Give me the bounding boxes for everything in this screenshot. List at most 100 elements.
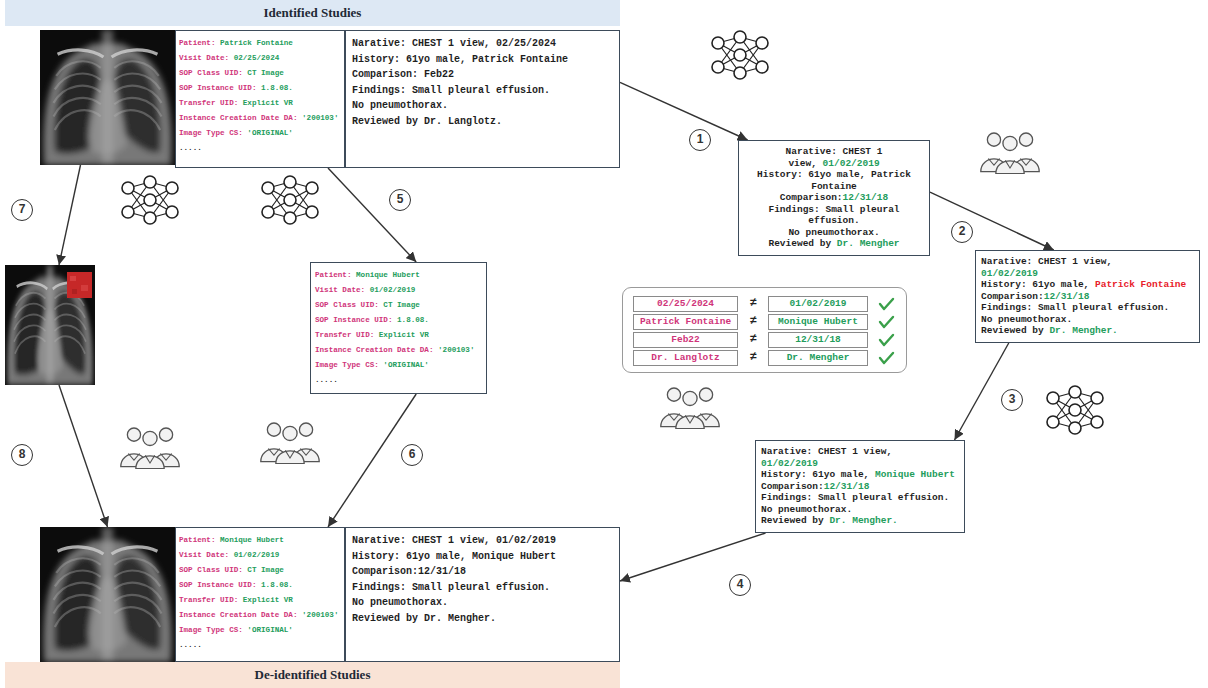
table-cell: Feb22 [633,332,738,348]
report-text: ..... [179,641,202,649]
report-text: Comparison:12/31/18 [352,566,466,577]
report-text: No pneumothorax. [352,100,448,111]
report-text: Findings: Small pleural effusion. [352,85,550,96]
table-cell: Dr. Mengher [768,350,868,366]
flow-arrow [59,165,81,265]
report-box: Narative: CHEST 1 view, 02/25/2024Histor… [345,30,620,168]
xray-picture [40,30,175,165]
field-name: Patient: [179,39,215,47]
field-name: SOP Instance UID: [179,581,256,589]
field-value: Explicit VR [243,99,293,107]
text-line: History: 61yo male,Monique Hubert [761,469,959,481]
field-value: 01/02/2019 [981,268,1038,279]
callout-number: 3 [1001,389,1023,411]
report-box: Narative: CHEST 1 view,01/02/2019History… [975,250,1200,343]
text-line: Image Type CS:'ORIGINAL' [179,126,341,141]
text-line: Reviewed byDr. Mengher [744,238,924,250]
text-line: SOP Class UID:CT Image [315,298,482,313]
text-line: SOP Class UID:CT Image [179,563,341,578]
table-cell: 02/25/2024 [633,296,738,312]
reviewers-icon [981,133,1039,174]
text-line: No pneumothorax. [352,98,613,114]
field-name: Instance Creation Date DA: [179,611,297,619]
field-value: 01/02/2019 [370,286,416,294]
section-heading: De-identified Studies [5,662,620,688]
table-cell: Patrick Fontaine [633,314,738,330]
field-value: 'ORIGINAL' [247,129,293,137]
field-value: Explicit VR [379,331,429,339]
text-line: History: 61yo male, Patrick Fontaine [744,169,924,192]
text-line: History: 61yo male,Patrick Fontaine [981,279,1194,291]
text-line: Image Type CS:'ORIGINAL' [179,623,341,638]
field-value: Monique Hubert [875,469,955,480]
field-name: Instance Creation Date DA: [179,114,297,122]
report-box: Narative: CHEST 1 view,01/02/2019History… [738,140,930,256]
callout-number: 7 [11,199,33,221]
field-name: Visit Date: [315,286,365,294]
text-line: Comparison: Feb22 [352,67,613,83]
report-text: Comparison: [981,291,1044,302]
report-text: Comparison: [780,192,843,203]
field-value: 1.8.08. [397,316,429,324]
callout-number: 2 [951,221,973,243]
field-name: SOP Class UID: [179,566,243,574]
field-name: Transfer UID: [315,331,374,339]
report-text: No pneumothorax. [981,314,1072,325]
table-cell: 12/31/18 [768,332,868,348]
neural-network-icon [712,31,768,79]
report-text: History: 61yo male, Patrick Fontaine [757,169,911,192]
text-line: Narative: CHEST 1 view, [981,256,1194,268]
text-line: Narative: CHEST 1 view,01/02/2019 [744,146,924,169]
text-line: ..... [315,373,482,388]
xray-image [40,30,175,165]
section-heading: Identified Studies [5,0,620,26]
text-line: Comparison:12/31/18 [744,192,924,204]
report-text: Reviewed by Dr. Langlotz. [352,116,502,127]
field-name: Visit Date: [179,54,229,62]
report-text: Findings: Small pleural effusion. [768,204,899,227]
report-text: ..... [179,144,202,152]
report-text: Comparison: [761,481,824,492]
xray-picture [40,527,175,662]
report-text: Findings: Small pleural effusion. [761,492,949,503]
field-value: 'ORIGINAL' [383,361,429,369]
field-value: Patrick Fontaine [220,39,293,47]
reviewers-icon [661,388,719,429]
text-line: Visit Date: 02/25/2024 [179,51,341,66]
field-name: SOP Class UID: [179,69,243,77]
report-text: ..... [315,376,338,384]
field-value: Dr. Mengher. [1049,325,1117,336]
callout-number: 1 [689,129,711,151]
text-line: Findings: Small pleural effusion. [981,302,1194,314]
report-box: Narative: CHEST 1 view,01/02/2019History… [755,440,965,533]
text-line: Narative: CHEST 1 view, [761,446,959,458]
comparison-table: 02/25/2024≠01/02/2019Patrick Fontaine≠Mo… [622,287,907,373]
text-line: No pneumothorax. [744,227,924,239]
report-text: History: 61yo male, Monique Hubert [352,551,556,562]
report-text: Reviewed by [761,515,824,526]
not-equal-sign: ≠ [740,314,766,330]
report-text: Comparison: Feb22 [352,69,454,80]
field-value: Monique Hubert [220,536,284,544]
reviewers-icon [121,428,179,469]
redaction-patch [67,272,92,298]
text-line: No pneumothorax. [761,504,959,516]
text-line: Comparison:12/31/18 [981,291,1194,303]
field-name: Visit Date: [179,551,229,559]
text-line: Visit Date:01/02/2019 [179,548,341,563]
metadata-box: Patient:Monique HubertVisit Date: 01/02/2… [310,262,487,394]
text-line: Findings: Small pleural effusion. [352,83,613,99]
metadata-box: Patient: Patrick FontaineVisit Date: 02/25… [175,30,345,168]
field-name: Instance Creation Date DA: [315,346,433,354]
field-value: 02/25/2024 [234,54,280,62]
field-value: CT Image [247,69,283,77]
text-line: Patient:Monique Hubert [315,268,482,283]
text-line: Transfer UID:Explicit VR [179,96,341,111]
text-line: History: 61yo male, Monique Hubert [352,549,613,565]
check-mark [880,299,893,363]
text-line: No pneumothorax. [352,595,613,611]
field-value: 12/31/18 [843,192,889,203]
field-value: '200103' [438,346,474,354]
text-line: Image Type CS:'ORIGINAL' [315,358,482,373]
